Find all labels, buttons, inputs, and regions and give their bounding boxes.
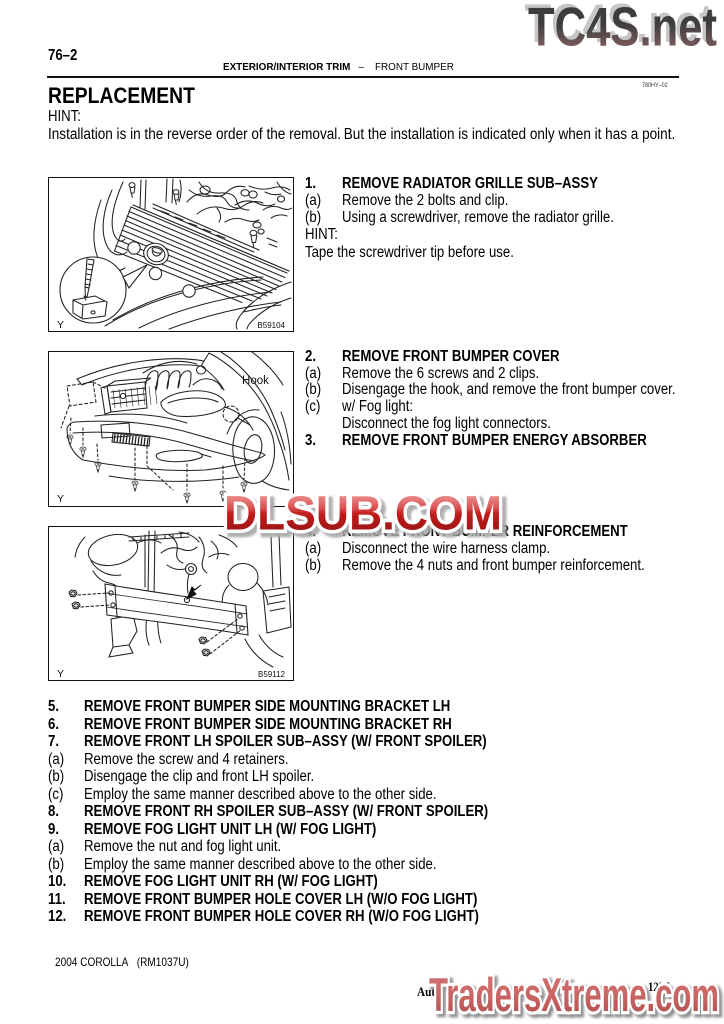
svg-text:TradersXtreme.com: TradersXtreme.com [429,968,719,1021]
svg-text:B59104: B59104 [257,321,285,330]
svg-text:Y: Y [57,668,64,679]
svg-text:TC4S.net: TC4S.net [525,0,714,54]
svg-text:DLSUB.COM: DLSUB.COM [224,488,502,541]
svg-text:Y: Y [57,493,64,505]
svg-text:DLSUB.COM: DLSUB.COM [228,492,506,545]
svg-text:TradersXtreme.com: TradersXtreme.com [432,971,722,1024]
svg-text:Hook: Hook [242,375,269,387]
svg-text:TC4S.net: TC4S.net [528,0,717,58]
svg-text:B59112: B59112 [258,670,286,679]
svg-text:DLSUB.COM: DLSUB.COM [224,488,502,541]
svg-text:TradersXtreme.com: TradersXtreme.com [429,968,719,1021]
svg-text:Y: Y [57,319,64,330]
svg-text:DLSUB.COM: DLSUB.COM [224,488,502,541]
